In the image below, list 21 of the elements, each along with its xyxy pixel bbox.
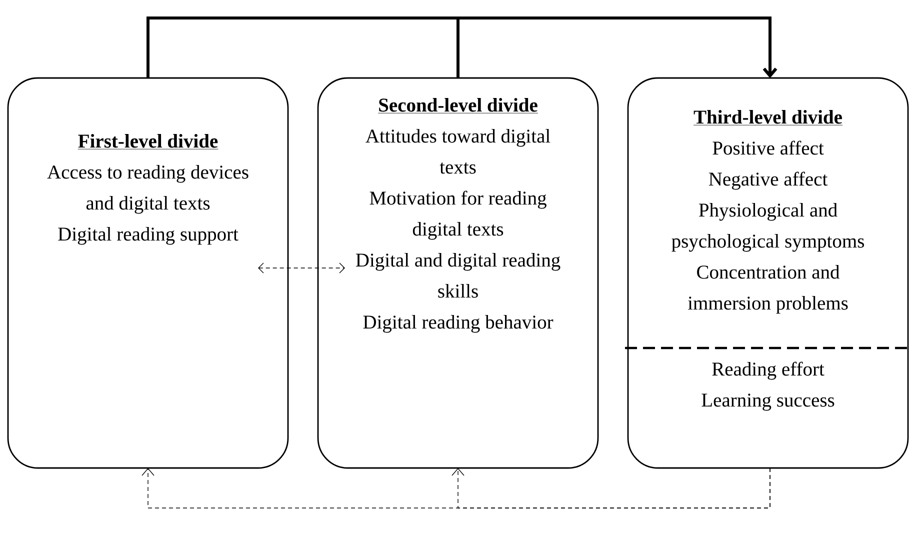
list-item: Negative affect — [708, 172, 828, 190]
heading: Second-level divide — [378, 98, 538, 114]
list-item: Positive affect — [712, 140, 824, 155]
list-item: Digital reading support — [58, 227, 238, 245]
list-item: Digital and digital reading skills — [356, 253, 560, 298]
rounded-box — [317, 77, 599, 469]
list-item: Concentration and immersion problems — [688, 265, 848, 314]
rounded-box — [627, 77, 909, 469]
list-item: Attitudes toward digital texts — [366, 129, 550, 174]
arrow — [258, 262, 345, 274]
heading: Third-level divide — [693, 110, 843, 126]
arrow — [452, 468, 770, 508]
list-item: Digital reading behavior — [363, 315, 554, 333]
list-item: Learning success — [702, 394, 834, 411]
list-item: Physiological and psychological symptoms — [672, 203, 864, 252]
list-item: Motivation for reading digital texts — [370, 190, 546, 240]
rounded-box — [7, 77, 289, 469]
list-item: Reading effort — [712, 362, 824, 380]
arrow — [456, 16, 778, 78]
heading: First-level divide — [78, 134, 218, 150]
list-item: Access to reading devices and digital texts — [47, 165, 248, 214]
